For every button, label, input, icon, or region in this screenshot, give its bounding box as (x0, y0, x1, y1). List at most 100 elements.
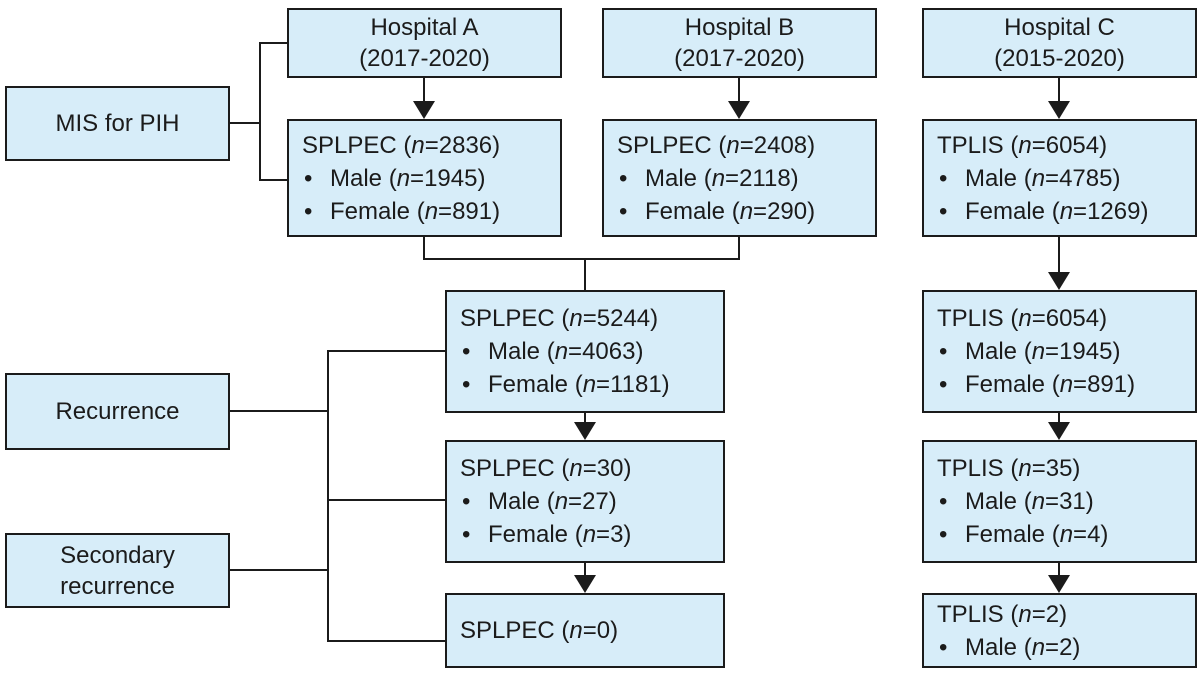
box-text-line: • Female (n=1269) (937, 195, 1148, 228)
connector-line (230, 410, 329, 412)
box-text: Female (n=1181) (488, 371, 670, 398)
box-text: TPLIS (n=2) (937, 600, 1068, 628)
box-text-line: SPLPEC (n=5244) (460, 302, 658, 335)
connector-line (738, 78, 740, 102)
arrow-down-icon (574, 422, 596, 440)
connector-line (423, 78, 425, 102)
connector-line (327, 640, 445, 642)
bullet-glyph: • (939, 633, 948, 661)
box-text: TPLIS (n=35) (937, 455, 1081, 482)
node-tplis-followup: TPLIS (n=6054) • Male (n=1945) •Female (n=8… (922, 290, 1197, 413)
box-text: Hospital A (370, 14, 479, 41)
box-text-line: TPLIS (n=6054) (937, 129, 1107, 162)
box-text-line: (2017-2020) (674, 43, 805, 74)
box-text: (2017-2020) (674, 45, 805, 72)
box-text-line: SPLPEC (n=2408) (617, 129, 815, 162)
box-text-line: •Male (n=1945) (302, 162, 485, 195)
connector-line (259, 42, 287, 44)
box-text: Female (n=3) (488, 521, 632, 548)
bullet-glyph: • (939, 197, 948, 225)
bullet-glyph: • (619, 164, 628, 192)
box-text-line: TPLIS (n=35) (937, 452, 1080, 485)
node-splpec-hospital-b: SPLPEC (n=2408) • Male (n=2118) •Female (n=… (602, 119, 877, 237)
arrow-down-icon (728, 101, 750, 119)
box-text: SPLPEC (n=30) (460, 455, 632, 482)
connector-line (423, 258, 740, 260)
node-recurrence: Recurrence (5, 373, 230, 450)
box-text-line: • Male (n=2118) (617, 162, 799, 195)
box-text: Male (n=1945) (965, 338, 1121, 365)
box-text: Secondary (60, 541, 175, 569)
box-text-line: Hospital A (370, 12, 478, 43)
node-splpec-hospital-a: SPLPEC (n=2836)•Male (n=1945)•Female (n=… (287, 119, 562, 237)
box-text-line: SPLPEC (n=2836) (302, 129, 500, 162)
connector-line (230, 569, 329, 571)
connector-line (230, 122, 260, 124)
connector-line (584, 413, 586, 423)
box-text-line: SPLPEC (n=0) (460, 614, 618, 647)
box-text-line: •Male (n=4785) (937, 162, 1120, 195)
box-text: Female (n=4) (965, 521, 1109, 548)
box-text-line: Hospital C (1004, 12, 1115, 43)
box-text-line: •Female (n=891) (302, 195, 500, 228)
bullet-glyph: • (462, 371, 471, 398)
connector-line (584, 258, 586, 290)
connector-line (1058, 78, 1060, 102)
box-text: Female (n=1269) (965, 197, 1149, 225)
box-text: SPLPEC (n=0) (460, 617, 619, 644)
arrow-down-icon (1048, 575, 1070, 593)
box-text: SPLPEC (n=5244) (460, 305, 659, 332)
bullet-glyph: • (939, 488, 948, 515)
node-splpec-combined: SPLPEC (n=5244) •Male (n=4063) • Female (n=… (445, 290, 725, 413)
bullet-glyph: • (939, 521, 948, 548)
node-secondary-recurrence: Secondary recurrence (5, 533, 230, 608)
box-text-line: •Male (n=31) (937, 485, 1094, 518)
box-text: MIS for PIH (55, 110, 180, 137)
box-text-line: • Female (n=1181) (460, 368, 670, 401)
connector-line (584, 563, 586, 576)
connector-line (1058, 237, 1060, 273)
box-text: Hospital C (1004, 14, 1115, 41)
box-text-line: MIS for PIH (55, 108, 179, 139)
connector-line (1058, 563, 1060, 576)
box-text: TPLIS (n=6054) (937, 305, 1108, 332)
connector-line (327, 350, 329, 642)
box-text: Female (n=891) (965, 371, 1136, 398)
node-hospital-b: Hospital B (2017-2020) (602, 8, 877, 78)
box-text-line: • Male (n=2) (937, 631, 1080, 664)
bullet-glyph: • (939, 338, 948, 365)
box-text: recurrence (60, 572, 175, 600)
box-text: SPLPEC (n=2836) (302, 131, 501, 159)
node-splpec-recurrence: SPLPEC (n=30)•Male (n=27)•Female (n=3) (445, 440, 725, 563)
bullet-glyph: • (619, 197, 628, 225)
box-text: Male (n=4785) (965, 164, 1121, 192)
connector-line (423, 237, 425, 260)
box-text: Male (n=2) (965, 633, 1081, 661)
box-text: SPLPEC (n=2408) (617, 131, 816, 159)
connector-line (738, 237, 740, 260)
box-text: (2015-2020) (994, 45, 1125, 72)
box-text-line: •Female (n=891) (937, 368, 1135, 401)
box-text: Male (n=2118) (645, 164, 799, 192)
box-text-line: TPLIS (n=6054) (937, 302, 1107, 335)
box-text: Male (n=1945) (330, 164, 486, 192)
box-text-line: Recurrence (55, 396, 179, 427)
arrow-down-icon (1048, 272, 1070, 290)
box-text: TPLIS (n=6054) (937, 131, 1108, 159)
connector-line (259, 42, 261, 181)
node-mis-for-pih: MIS for PIH (5, 86, 230, 161)
box-text-line: SPLPEC (n=30) (460, 452, 631, 485)
box-text-line: •Male (n=27) (460, 485, 617, 518)
node-tplis-secondary: TPLIS (n=2) • Male (n=2) (922, 593, 1197, 668)
bullet-glyph: • (304, 197, 313, 225)
box-text-line: •Male (n=4063) (460, 335, 643, 368)
node-hospital-c: Hospital C (2015-2020) (922, 8, 1197, 78)
box-text: Hospital B (684, 14, 795, 41)
box-text: (2017-2020) (359, 45, 490, 72)
arrow-down-icon (413, 101, 435, 119)
box-text-line: • Female (n=4) (937, 518, 1108, 551)
box-text-line: •Female (n=290) (617, 195, 815, 228)
box-text-line: recurrence (60, 571, 175, 602)
box-text-line: Hospital B (685, 12, 794, 43)
